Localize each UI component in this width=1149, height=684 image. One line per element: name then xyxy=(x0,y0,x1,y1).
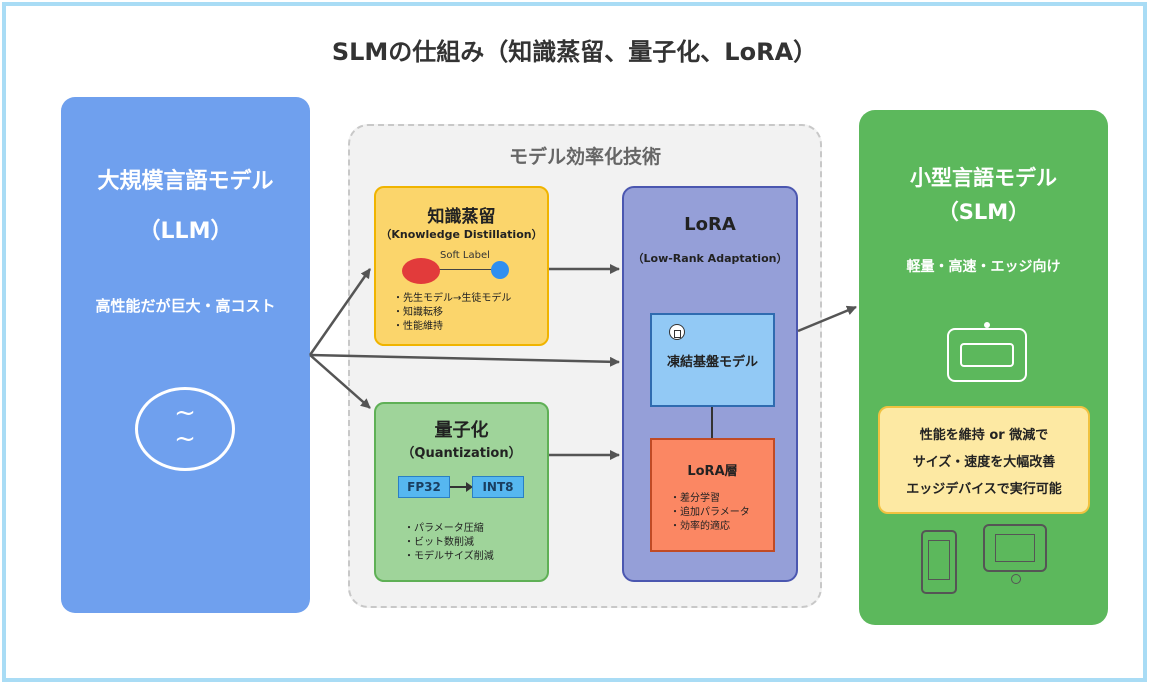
quantize-arrowhead xyxy=(466,482,473,492)
soft-label-line xyxy=(421,269,493,270)
list-item: ・パラメータ圧縮 xyxy=(404,523,484,534)
list-item: ・知識転移 xyxy=(393,307,443,318)
slm-box: 小型言語モデル （SLM） 軽量・高速・エッジ向け 性能を維持 or 微減で サ… xyxy=(859,110,1108,625)
lora-subtitle: （Low-Rank Adaptation） xyxy=(632,252,788,265)
kd-title: 知識蒸留 xyxy=(427,207,496,227)
list-item: ・ビット数削減 xyxy=(404,537,474,548)
slm-title: 小型言語モデル xyxy=(910,166,1057,190)
teacher-model-node xyxy=(402,258,440,284)
fp32-chip: FP32 xyxy=(398,476,450,498)
lock-icon xyxy=(669,324,685,340)
list-item: ・追加パラメータ xyxy=(670,507,750,518)
lora-list: ・差分学習 ・追加パラメータ ・効率的適応 xyxy=(670,492,750,534)
quantization-title: 量子化 xyxy=(434,420,489,441)
lora-title: LoRA xyxy=(684,214,736,235)
slm-description: 軽量・高速・エッジ向け xyxy=(906,259,1061,275)
arrow-llm-to-lora xyxy=(309,353,620,367)
feature-item: エッジデバイスで実行可能 xyxy=(906,482,1062,497)
lora-layer-label: LoRA層 xyxy=(687,464,738,479)
quantize-arrow xyxy=(450,486,470,488)
int8-chip: INT8 xyxy=(472,476,524,498)
quantization-box: 量子化 （Quantization） FP32 INT8 ・パラメータ圧縮 ・ビ… xyxy=(374,402,549,582)
llm-description: 高性能だが巨大・高コスト xyxy=(95,297,276,315)
llm-title: 大規模言語モデル xyxy=(97,169,274,194)
quantization-list: ・パラメータ圧縮 ・ビット数削減 ・モデルサイズ削減 xyxy=(404,522,494,564)
smartphone-icon xyxy=(921,530,957,594)
monitor-icon xyxy=(983,524,1047,584)
frozen-base-model-box: 凍結基盤モデル xyxy=(650,313,775,407)
llm-box: 大規模言語モデル （LLM） 高性能だが巨大・高コスト ~~ xyxy=(61,97,310,613)
lora-layer-box: LoRA層 ・差分学習 ・追加パラメータ ・効率的適応 xyxy=(650,438,775,552)
feature-item: サイズ・速度を大幅改善 xyxy=(912,455,1056,470)
soft-label-text: Soft Label xyxy=(440,250,490,261)
frozen-model-label: 凍結基盤モデル xyxy=(666,355,758,370)
kd-subtitle: （Knowledge Distillation） xyxy=(380,228,543,241)
list-item: ・先生モデル→生徒モデル xyxy=(393,293,512,304)
feature-item: 性能を維持 or 微減で xyxy=(919,428,1049,443)
list-item: ・性能維持 xyxy=(393,321,443,332)
list-item: ・効率的適応 xyxy=(670,521,730,532)
lora-connector xyxy=(711,407,713,438)
arrow-llm-to-kd xyxy=(308,268,372,356)
quantization-subtitle: （Quantization） xyxy=(401,446,522,461)
arrow-llm-to-quantization xyxy=(309,354,371,409)
brain-icon: ~~ xyxy=(135,387,235,471)
kd-list: ・先生モデル→生徒モデル ・知識転移 ・性能維持 xyxy=(393,292,511,334)
slm-abbr: （SLM） xyxy=(937,200,1030,224)
arrow-lora-to-slm xyxy=(797,305,857,333)
student-model-node xyxy=(491,261,509,279)
techniques-title: モデル効率化技術 xyxy=(508,146,661,168)
list-item: ・モデルサイズ削減 xyxy=(404,551,494,562)
knowledge-distillation-box: 知識蒸留 （Knowledge Distillation） Soft Label… xyxy=(374,186,549,346)
page-title: SLMの仕組み（知識蒸留、量子化、LoRA） xyxy=(331,38,818,66)
edge-device-icon xyxy=(947,322,1027,382)
list-item: ・差分学習 xyxy=(670,493,720,504)
llm-abbr: （LLM） xyxy=(138,219,233,244)
slm-features-box: 性能を維持 or 微減で サイズ・速度を大幅改善 エッジデバイスで実行可能 xyxy=(878,406,1090,514)
